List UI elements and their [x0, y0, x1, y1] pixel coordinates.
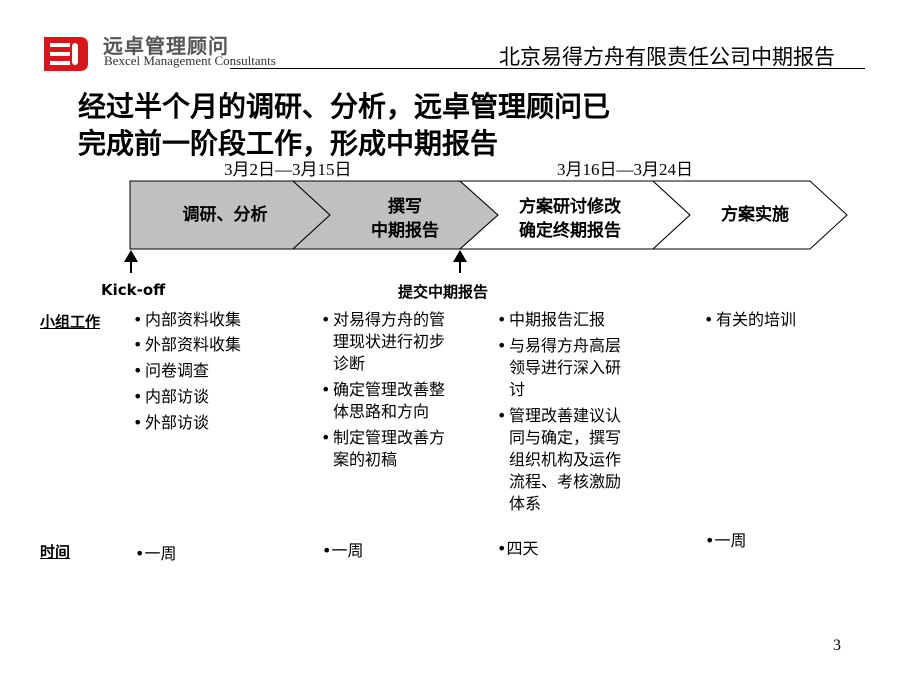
bullet: •: [133, 310, 143, 329]
phase-label-1: 调研、分析: [160, 203, 290, 227]
row-label-work: 小组工作: [40, 313, 101, 331]
kickoff-arrow: [124, 250, 138, 273]
list-item: •外部访谈: [133, 413, 210, 432]
bullet: •: [321, 428, 331, 447]
phase-label-4: 方案实施: [690, 203, 820, 227]
bullet: •: [133, 413, 143, 432]
brand-name-chinese: 远卓管理顾问: [103, 34, 229, 58]
phase-label-2: 撰写 中期报告: [335, 195, 475, 243]
headline-line-1: 经过半个月的调研、分析，远卓管理顾问已: [78, 90, 611, 123]
phase-chevron-4: [651, 180, 848, 250]
time-phase-4: •一周: [705, 531, 747, 550]
bullet: •: [135, 544, 145, 563]
list-item: •制定管理改善方案的初稿: [321, 428, 446, 469]
time-phase-2: •一周: [322, 541, 364, 560]
list-item: •确定管理改善整体思路和方向: [321, 380, 446, 421]
list-item: •管理改善建议认同与确定，撰写组织机构及运作流程、考核激励体系: [497, 406, 622, 513]
headline-line-2: 完成前一阶段工作，形成中期报告: [78, 127, 499, 160]
bullet: •: [133, 335, 143, 354]
bullet: •: [321, 380, 331, 399]
bullet: •: [321, 310, 331, 329]
phase-3-line-2: 确定终期报告: [519, 221, 621, 241]
list-item: •中期报告汇报: [497, 310, 606, 329]
bullet: •: [704, 310, 714, 329]
date-range-phase-1: 3月2日—3月15日: [224, 160, 352, 179]
list-item: •有关的培训: [704, 310, 797, 329]
list-item: •内部资料收集: [133, 310, 242, 329]
task-list-phase-4: •有关的培训: [704, 309, 844, 335]
bullet: •: [497, 539, 507, 558]
phase-4-line-1: 方案实施: [721, 205, 789, 225]
submit-report-label: 提交中期报告: [398, 283, 489, 301]
task-list-phase-2: •对易得方舟的管理现状进行初步诊断 •确定管理改善整体思路和方向 •制定管理改善…: [321, 309, 449, 475]
bullet: •: [497, 310, 507, 329]
phase-2-line-1: 撰写: [388, 197, 422, 217]
time-phase-3: •四天: [497, 539, 539, 558]
phase-2-line-2: 中期报告: [371, 221, 439, 241]
time-phase-1: •一周: [135, 544, 177, 563]
submit-report-arrow: [453, 250, 467, 273]
row-label-time: 时间: [40, 543, 71, 561]
page-number: 3: [833, 637, 841, 654]
list-item: •问卷调查: [133, 361, 210, 380]
bullet: •: [497, 406, 507, 425]
list-item: •对易得方舟的管理现状进行初步诊断: [321, 310, 446, 373]
task-list-phase-3: •中期报告汇报 •与易得方舟高层领导进行深入研讨 •管理改善建议认同与确定，撰写…: [497, 309, 625, 519]
date-range-phase-2: 3月16日—3月24日: [557, 160, 693, 179]
brand-name-english: Bexcel Management Consultants: [104, 53, 276, 68]
bullet: •: [133, 361, 143, 380]
bullet: •: [497, 336, 507, 355]
list-item: •外部资料收集: [133, 335, 242, 354]
bullet: •: [705, 531, 715, 550]
header-divider: [230, 68, 865, 69]
phase-3-line-1: 方案研讨修改: [519, 197, 621, 217]
phase-1-line-1: 调研、分析: [182, 205, 268, 225]
list-item: •内部访谈: [133, 387, 210, 406]
kickoff-label: Kick-off: [101, 281, 166, 299]
bullet: •: [133, 387, 143, 406]
phase-label-3: 方案研讨修改 确定终期报告: [495, 195, 645, 243]
task-list-phase-1: •内部资料收集 •外部资料收集 •问卷调查 •内部访谈 •外部访谈: [133, 309, 273, 438]
list-item: •与易得方舟高层领导进行深入研讨: [497, 336, 622, 399]
bullet: •: [322, 541, 332, 560]
company-logo: [44, 37, 88, 71]
report-title: 北京易得方舟有限责任公司中期报告: [499, 45, 835, 69]
